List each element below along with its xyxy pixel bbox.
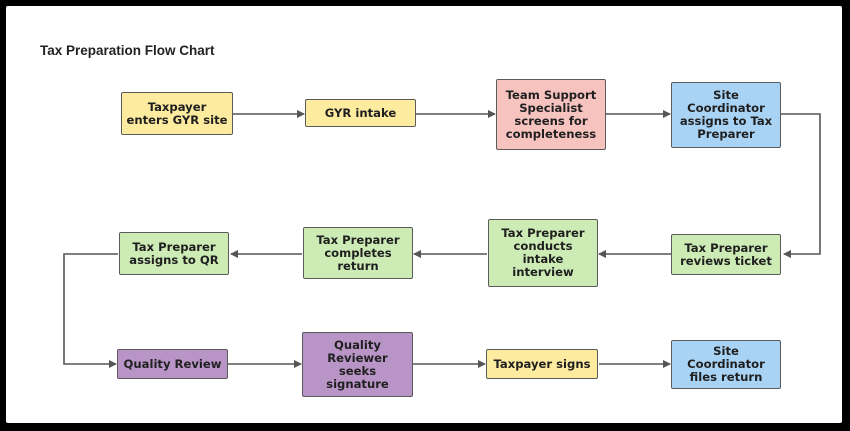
- node-site-coordinator-assigns: Site Coordinator assigns to Tax Preparer: [671, 82, 781, 148]
- node-gyr-intake: GYR intake: [305, 99, 416, 127]
- node-tax-preparer-assigns-to-qr: Tax Preparer assigns to QR: [119, 232, 229, 275]
- connector-n8-n9: [63, 253, 118, 368]
- node-taxpayer-signs: Taxpayer signs: [486, 349, 598, 379]
- chart-title: Tax Preparation Flow Chart: [40, 43, 215, 58]
- node-taxpayer-enters-gyr-site: Taxpayer enters GYR site: [121, 92, 233, 135]
- connector-n4-n5: [781, 113, 821, 258]
- node-tax-preparer-completes-return: Tax Preparer completes return: [303, 227, 413, 279]
- node-quality-review: Quality Review: [117, 349, 228, 379]
- node-site-coordinator-files-return: Site Coordinator files return: [671, 340, 781, 389]
- node-team-support-specialist: Team Support Specialist screens for comp…: [496, 79, 606, 150]
- node-tax-preparer-conducts-interview: Tax Preparer conducts intake interview: [488, 219, 598, 287]
- node-quality-reviewer-seeks-signature: Quality Reviewer seeks signature: [302, 332, 413, 397]
- node-tax-preparer-reviews-ticket: Tax Preparer reviews ticket: [671, 234, 781, 275]
